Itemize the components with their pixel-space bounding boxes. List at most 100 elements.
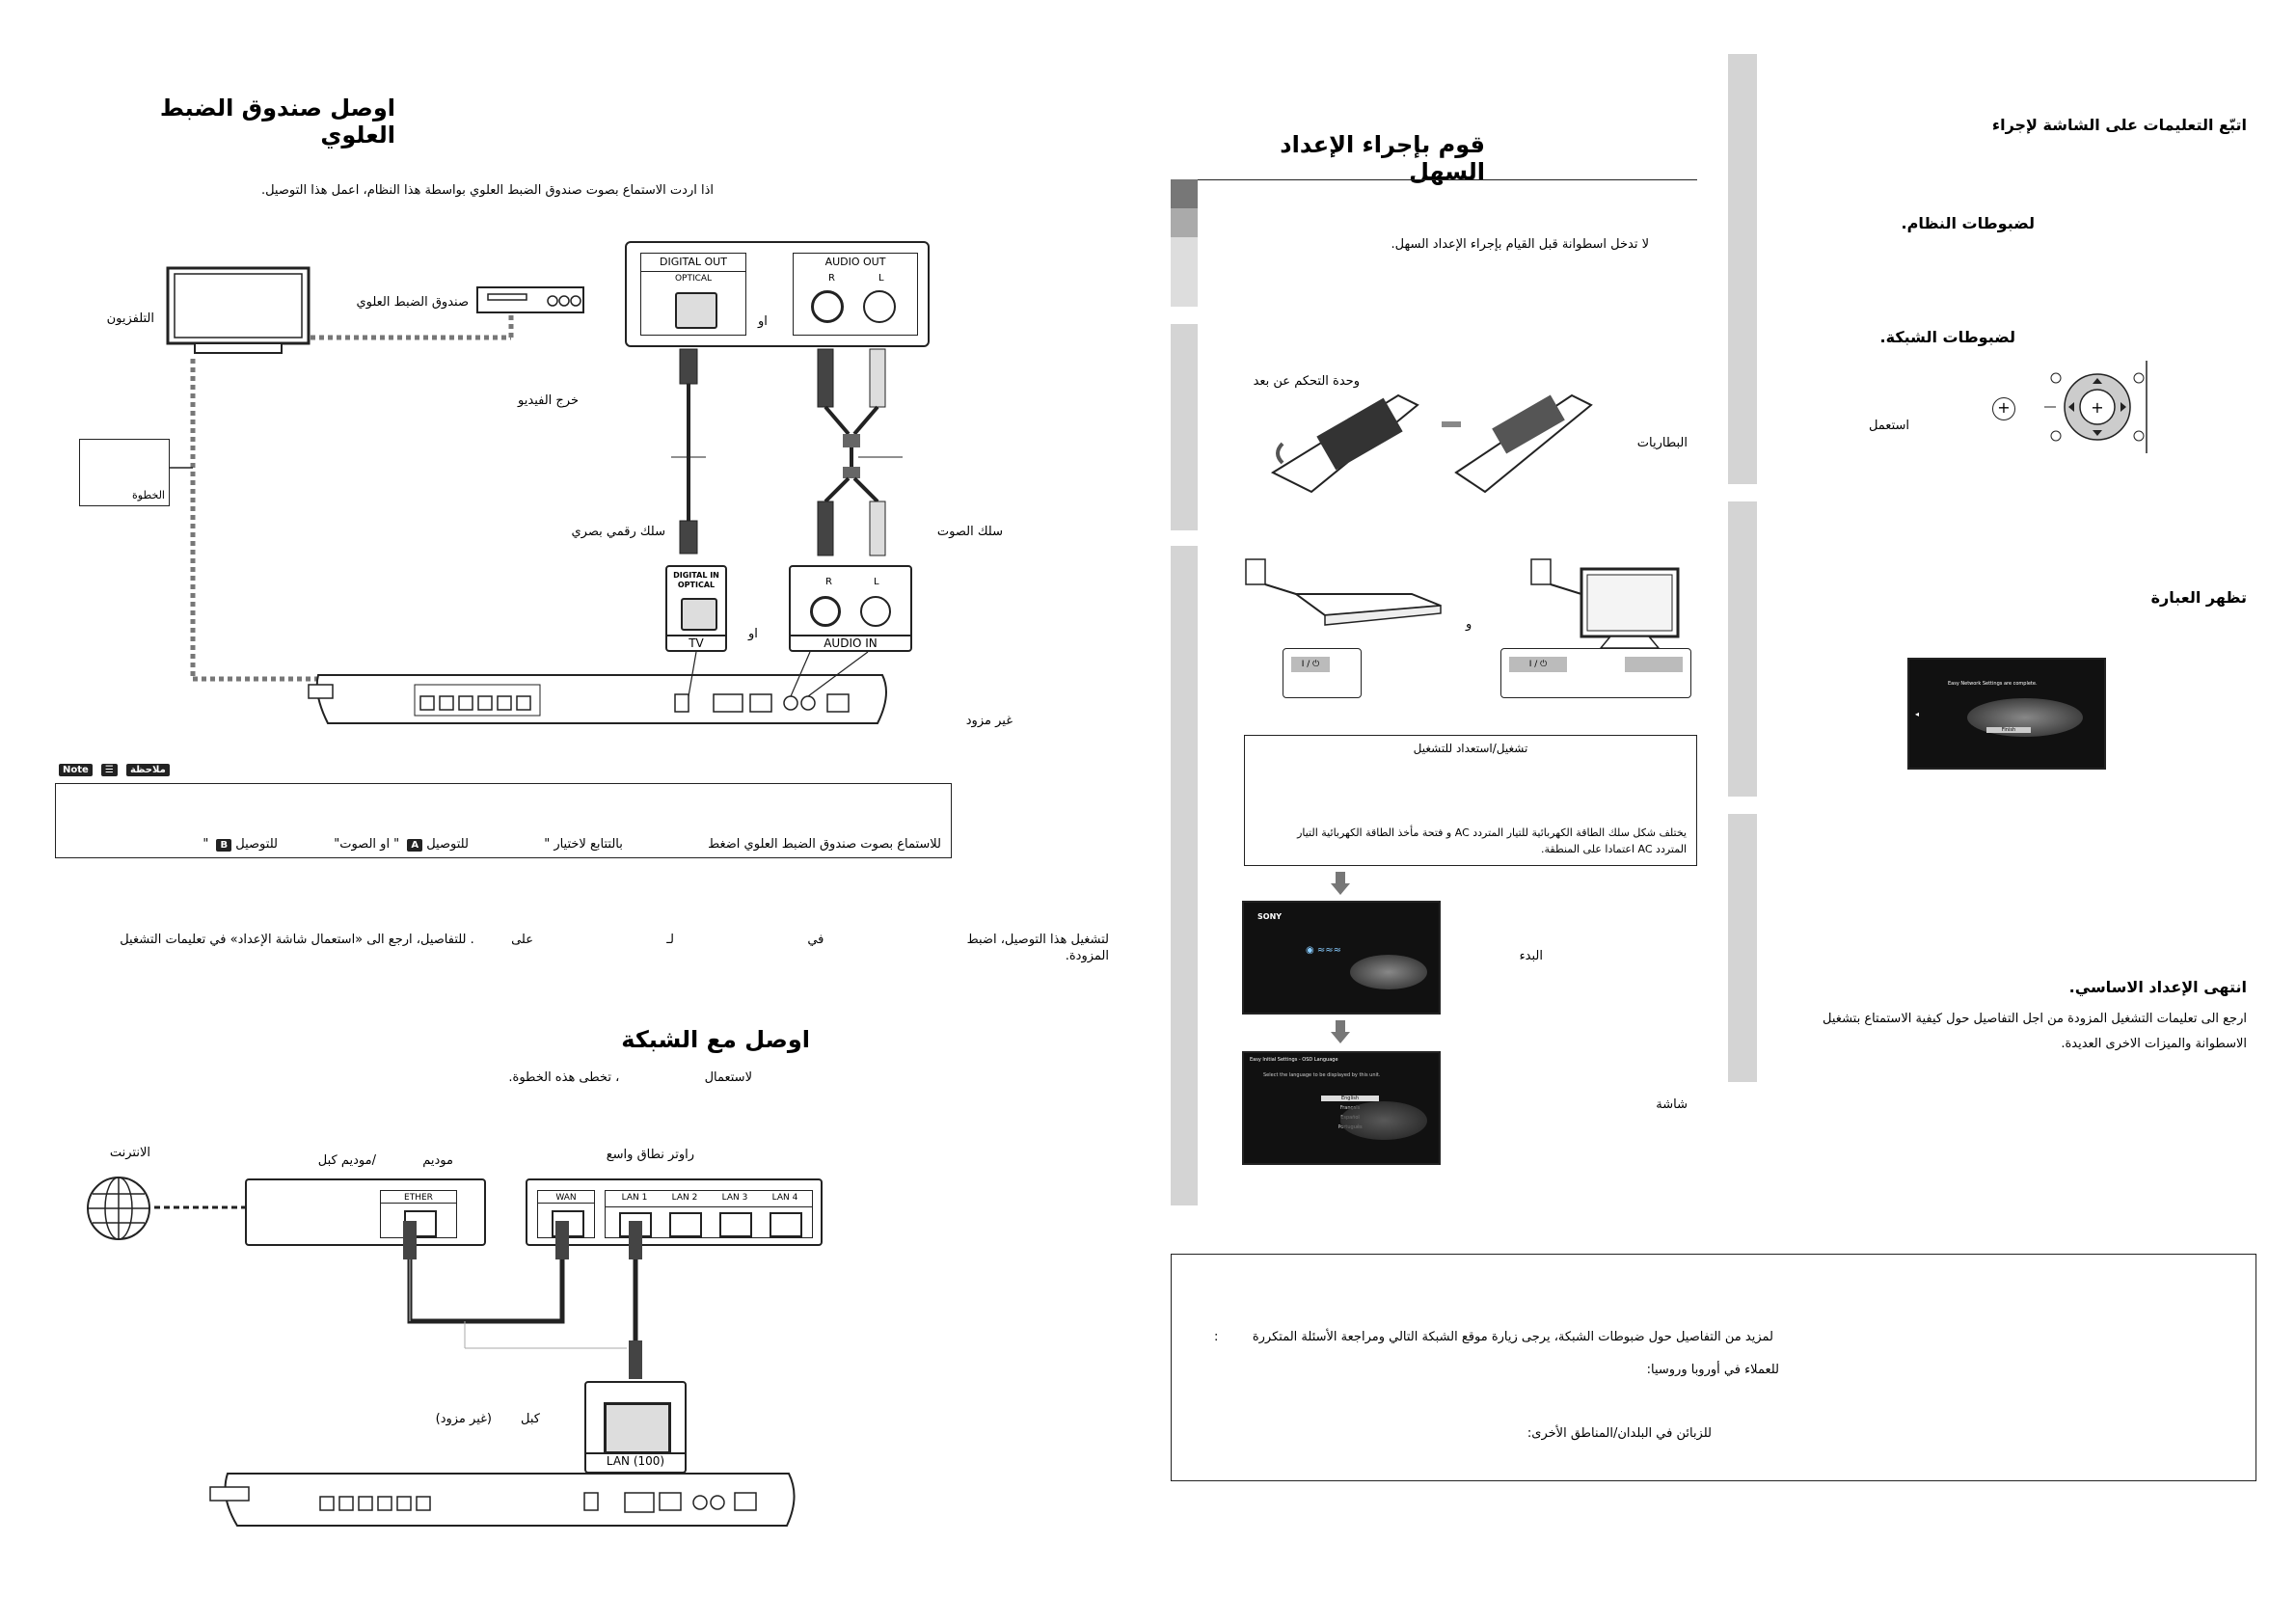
note-badge-b: B [216, 839, 232, 852]
main-unit-rear-network-illustration [209, 1464, 808, 1533]
rca-in-r-icon [810, 596, 841, 627]
step-bar-2 [1171, 324, 1198, 530]
note-badge-en: Note [59, 764, 93, 776]
step-label: الخطوة [132, 489, 165, 501]
note-text-5: للتوصيل [235, 837, 278, 852]
audio-in-label: AUDIO IN [791, 635, 910, 650]
lan-ports-group: LAN 1 LAN 2 LAN 3 LAN 4 [605, 1190, 813, 1238]
phrase-appears: تظهر العبارة [2150, 588, 2247, 607]
tv-label: التلفزيون [106, 311, 154, 326]
cable-label: كبل [521, 1412, 540, 1426]
tv-power-button: I / ⏻ [1509, 657, 1567, 672]
faq-text-1: لمزيد من التفاصيل حول ضبوطات الشبكة، يرج… [1252, 1330, 1773, 1344]
or-label-1: او [758, 314, 768, 329]
complete-text: Easy Network Settings are complete. [1948, 681, 2038, 687]
network-complete-screen: Easy Network Settings are complete. ◂ Fi… [1907, 658, 2106, 770]
no-disc-text: لا تدخل اسطوانة قبل القيام بإجراء الإعدا… [1391, 237, 1649, 252]
power-label: تشغيل/استعداد للتشغيل [1413, 742, 1528, 755]
plus-circle-icon: + [1992, 397, 2015, 420]
power-info-box: تشغيل/استعداد للتشغيل يختلف شكل سلك الطا… [1244, 735, 1697, 866]
start-label: البدء [1519, 949, 1543, 963]
op-text-4: على [511, 933, 533, 947]
optical-port-icon [675, 292, 717, 329]
lan2-port-icon [669, 1212, 702, 1237]
tv-tag: TV [667, 635, 725, 650]
stb-section-title: اوصل صندوق الضبط العلوي [159, 95, 395, 149]
operation-text: لتشغيل هذا التوصيل، اضبط في لـ على . للت… [106, 932, 1109, 964]
bd-power-button-box: I / ⏻ [1283, 648, 1362, 698]
op-text-5: . للتفاصيل، ارجع الى «استعمال شاشة الإعد… [120, 933, 1109, 963]
net-intro-1: لاستعمال [704, 1070, 752, 1085]
finish-button[interactable]: Finish [1986, 727, 2031, 733]
faq-text-3: للزبائن في البلدان/المناطق الأخرى: [1526, 1426, 1712, 1441]
digital-in-panel: DIGITAL IN OPTICAL TV [665, 565, 727, 652]
use-label: استعمل [1868, 419, 1909, 433]
note-text-6: " [203, 837, 209, 852]
remote-label: وحدة التحكم عن بعد [1253, 374, 1360, 389]
modem-label: موديم [422, 1153, 453, 1168]
step-bar-right-1 [1728, 54, 1757, 484]
audio-in-l-label: L [874, 577, 879, 587]
svg-text:+: + [2091, 398, 2103, 417]
audio-l-label: L [878, 273, 884, 284]
arrow-down-icon-2 [1331, 1020, 1350, 1043]
router-box: WAN LAN 1 LAN 2 LAN 3 LAN 4 [526, 1178, 823, 1246]
step-bar-3 [1171, 546, 1198, 1205]
setup-done-text: ارجع الى تعليمات التشغيل المزودة من اجل … [1823, 1012, 2247, 1051]
network-settings-text: لضبوطات الشبكة. [1879, 328, 2015, 346]
rca-in-l-icon [860, 596, 891, 627]
op-text-1: لتشغيل هذا التوصيل، اضبط [966, 933, 1109, 947]
faq-colon: : [1214, 1330, 1219, 1344]
lan1-label: LAN 1 [621, 1193, 648, 1203]
audio-out-label: AUDIO OUT [824, 256, 886, 268]
bd-power-button: I / ⏻ [1291, 657, 1330, 672]
step-bar-right-3 [1728, 814, 1757, 1082]
lan3-label: LAN 3 [721, 1193, 748, 1203]
menu-item-english[interactable]: English [1321, 1096, 1379, 1101]
step-box: الخطوة [79, 439, 170, 506]
dpad-remote-icon[interactable]: + [2044, 361, 2150, 453]
audio-r-label: R [828, 273, 835, 284]
lan3-port-icon [719, 1212, 752, 1237]
router-label: راوتر نطاق واسع [606, 1148, 694, 1162]
network-section-title: اوصل مع الشبكة [621, 1026, 810, 1053]
not-supplied-label: غير مزود [965, 714, 1013, 728]
note-box: للاستماع بصوت صندوق الضبط العلوي اضغط با… [55, 783, 952, 858]
audio-in-panel: R L AUDIO IN [789, 565, 912, 652]
left-arrow-icon: ◂ [1915, 710, 1920, 718]
setup-done-title: انتهى الإعداد الاساسي. [2068, 978, 2247, 996]
note-text-4: " او الصوت" [334, 837, 400, 852]
osd-language-screen: Easy Initial Settings - OSD Language Sel… [1242, 1051, 1441, 1165]
digital-out-label: DIGITAL OUT [660, 256, 727, 268]
note-text: للاستماع بصوت صندوق الضبط العلوي اضغط با… [56, 837, 941, 852]
digital-in-label: DIGITAL IN [673, 571, 719, 580]
lan100-port-icon [604, 1402, 671, 1454]
remote-battery-illustration [1254, 366, 1620, 501]
stb-output-panel: DIGITAL OUT OPTICAL او AUDIO OUT R L [625, 241, 930, 347]
faq-text-2: للعملاء في أوروبا وروسيا: [1646, 1363, 1779, 1377]
arrow-down-icon [1331, 872, 1350, 895]
screen-label: شاشة [1656, 1097, 1688, 1112]
lan2-label: LAN 2 [671, 1193, 698, 1203]
follow-instructions: اتبّع التعليمات على الشاشة لإجراء [1991, 116, 2247, 134]
step-bar-1 [1171, 179, 1198, 307]
stb-intro-text: اذا اردت الاستماع بصوت صندوق الضبط العلو… [260, 183, 714, 198]
tv-power-illustration [1524, 555, 1697, 662]
network-intro: لاستعمال ، تخطى هذه الخطوة. [482, 1070, 752, 1085]
faq-box: لمزيد من التفاصيل حول ضبوطات الشبكة، يرج… [1171, 1254, 2256, 1481]
lan4-label: LAN 4 [771, 1193, 798, 1203]
internet-label: الانترنت [109, 1146, 150, 1160]
audio-out-group: AUDIO OUT R L [793, 253, 918, 336]
stb-device-illustration [473, 280, 588, 318]
stb-label: صندوق الضبط العلوي [356, 295, 469, 310]
ac-note: يختلف شكل سلك الطاقة الكهربائية للتيار ا… [1297, 826, 1687, 855]
op-text-2: في [807, 933, 824, 947]
not-supplied-paren-label: (غير مزود) [435, 1412, 492, 1426]
note-badge-ar: ملاحظة [125, 764, 170, 776]
globe-icon [85, 1175, 152, 1242]
net-intro-2: ، تخطى هذه الخطوة. [508, 1070, 620, 1085]
